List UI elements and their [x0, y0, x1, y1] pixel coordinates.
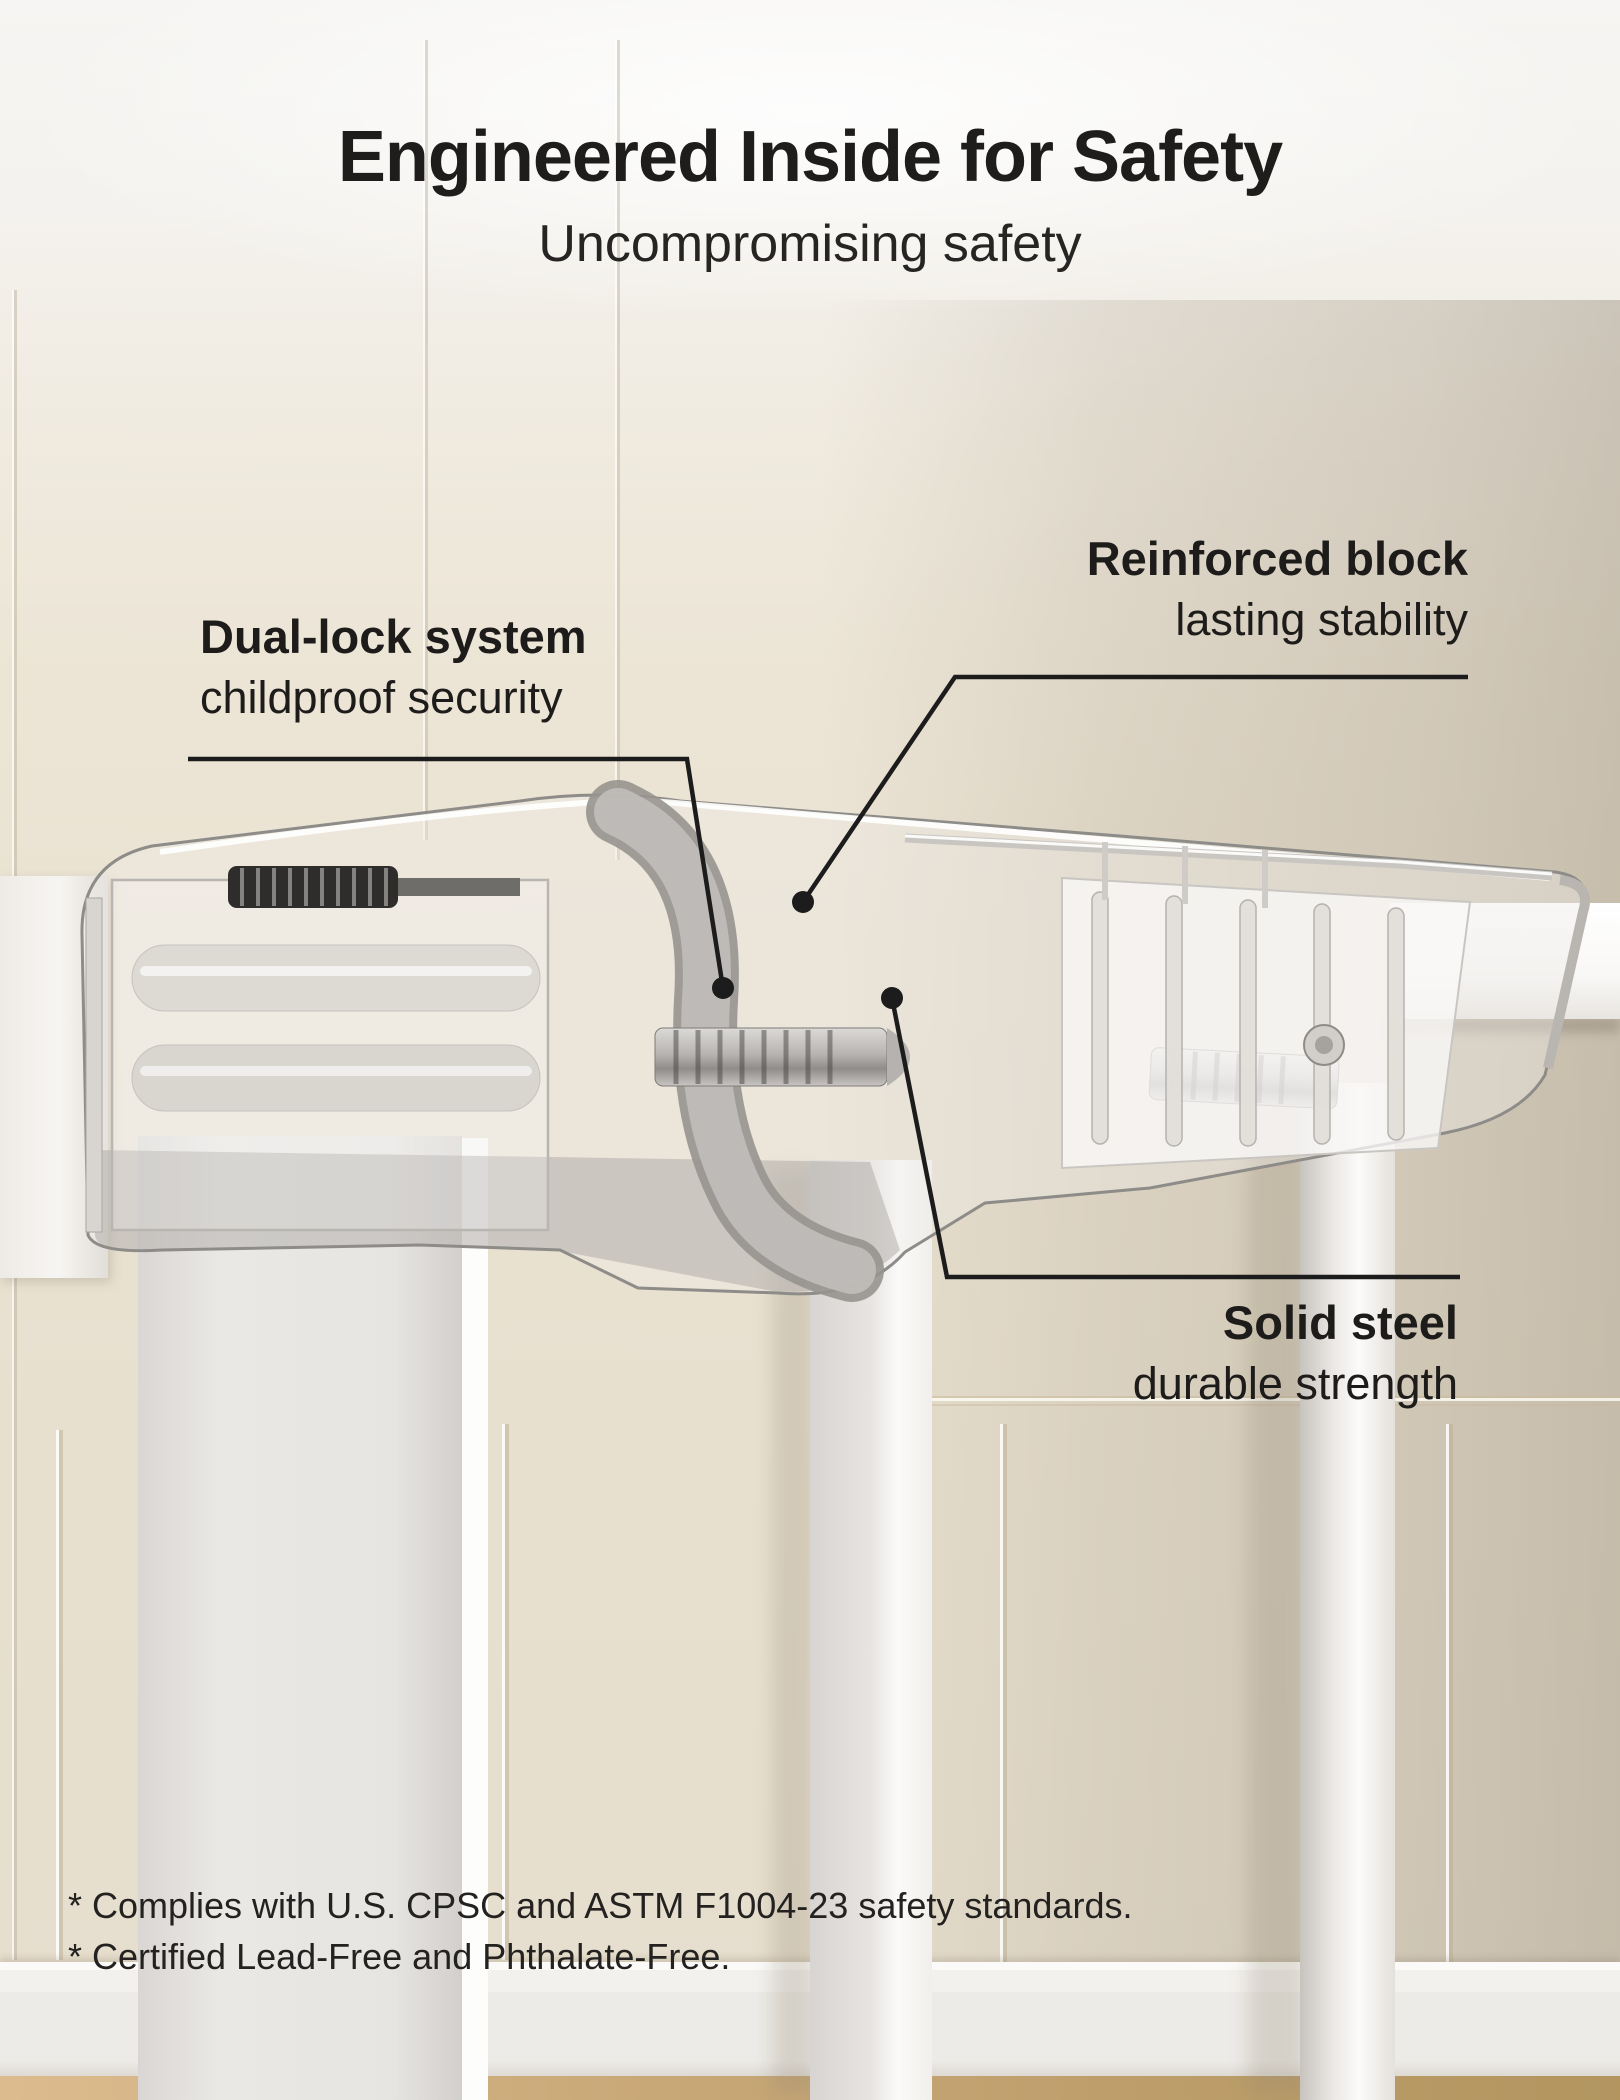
wall-panel-molding	[1446, 1424, 1453, 1984]
post-shadow	[772, 1170, 816, 2095]
housing-right-tip	[1543, 875, 1590, 1070]
screw-threads	[673, 1030, 833, 1084]
wall-panel-groove	[423, 40, 428, 840]
top-rail-frame-highlight	[904, 834, 1553, 876]
callout-subtext: childproof security	[200, 672, 563, 723]
callout-dual-lock: Dual-lock system childproof security	[200, 606, 587, 728]
wall-panel-groove	[615, 40, 620, 860]
lock-barrel	[131, 1044, 541, 1112]
callout-solid-steel: Solid steel durable strength	[1133, 1292, 1458, 1414]
rivet-center	[1315, 1036, 1333, 1054]
wall-panel-molding	[1000, 1424, 1007, 1984]
page-title: Engineered Inside for Safety	[337, 117, 1283, 197]
gate-left-post-highlight	[462, 1138, 488, 2100]
top-rail-frame	[904, 833, 1553, 881]
reinforced-block-leader-line	[801, 674, 1468, 904]
dual-lock-point	[712, 977, 734, 999]
panel-slots	[1091, 891, 1405, 1147]
footnotes: * Complies with U.S. CPSC and ASTM F1004…	[68, 1880, 1132, 1982]
solid-steel-leader-line	[889, 997, 1460, 1280]
lock-barrel	[131, 944, 541, 1012]
wall-shading	[820, 300, 1620, 2100]
dual-lock-leader-line	[188, 756, 726, 989]
page-subtitle: Uncompromising safety	[538, 215, 1082, 273]
post-shadow	[1248, 1085, 1306, 2095]
mount-bracket-edge	[85, 897, 103, 1233]
footnote-certification: * Certified Lead-Free and Phthalate-Free…	[68, 1936, 731, 1977]
frosted-panel	[1061, 876, 1472, 1170]
wall-top-glow	[0, 0, 1620, 320]
callout-heading: Reinforced block	[1086, 532, 1468, 585]
gate-right-post	[1300, 1083, 1395, 2100]
wall-panel-molding	[56, 1430, 63, 1960]
lock-barrel-highlight	[140, 966, 532, 976]
spindle-shaft	[396, 878, 520, 896]
gate-center-post	[810, 1160, 932, 2100]
lock-barrel-highlight	[140, 1066, 532, 1076]
frame-struts	[1102, 842, 1268, 908]
callout-subtext: durable strength	[1132, 1358, 1458, 1409]
mechanism-housing	[80, 780, 1590, 1302]
callout-reinforced-block: Reinforced block lasting stability	[1087, 528, 1468, 650]
wall-panel-molding	[502, 1424, 509, 1960]
reinforced-block-point	[792, 891, 814, 913]
footnote-compliance: * Complies with U.S. CPSC and ASTM F1004…	[68, 1885, 1133, 1926]
wall-chair-rail	[840, 1396, 1620, 1408]
steel-bar-silhouette	[95, 1150, 900, 1292]
callout-heading: Dual-lock system	[200, 610, 587, 663]
screw-threads	[240, 868, 388, 906]
callout-heading: Solid steel	[1222, 1296, 1458, 1349]
gate-left-post	[138, 1136, 462, 2100]
callout-subtext: lasting stability	[1175, 594, 1468, 645]
solid-steel-point	[881, 987, 903, 1009]
